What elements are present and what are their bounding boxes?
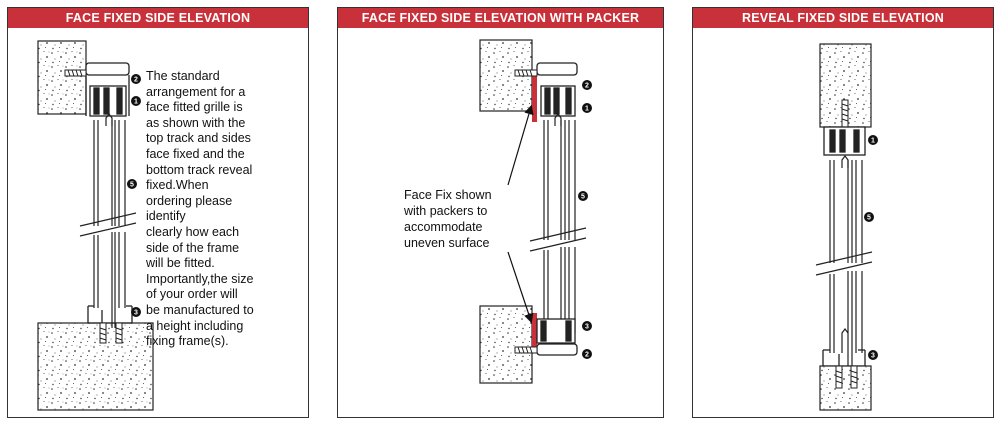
marker-1: 1 [582,103,592,113]
top-track [536,62,578,117]
bottom-screw [514,346,538,354]
top-track [85,62,130,117]
bottom-screws [99,322,123,344]
svg-text:5: 5 [867,215,871,222]
bottom-floor [37,322,154,411]
svg-text:3: 3 [871,353,875,360]
description-line: of your order will [146,287,238,302]
marker-1: 1 [131,96,141,106]
grille-bars-upper [829,155,863,263]
description-line: ordering please [146,193,233,208]
marker-3: 3 [131,307,141,317]
break-lines [815,251,873,276]
svg-text:1: 1 [134,99,138,106]
description-line: arrangement for a [146,84,246,99]
top-track [823,126,866,156]
top-screw [514,69,538,77]
description-line: face fitted grille is [146,100,243,115]
break-lines [529,227,587,252]
svg-text:3: 3 [585,324,589,331]
top-wall [37,40,87,115]
marker-5: 5 [578,191,588,201]
bottom-screws [835,365,858,389]
callout-arrow-up [507,104,534,186]
description-line: a height including [146,318,244,333]
callout-line: uneven surface [404,236,490,250]
marker-5: 5 [127,179,137,189]
reveal-fixed-drawing: 1 5 3 [815,43,878,411]
bottom-track [822,349,866,367]
description-line: top track and sides [146,131,251,146]
svg-text:5: 5 [581,194,585,201]
description-line: side of the frame [146,240,240,255]
svg-text:2: 2 [585,83,589,90]
panel-title: FACE FIXED SIDE ELEVATION WITH PACKER [338,8,663,28]
svg-text:3: 3 [134,310,138,317]
description-line: bottom track reveal [146,162,253,177]
bottom-floor [819,365,872,411]
top-screw [64,69,87,77]
grille-bars-upper [543,113,576,240]
marker-5: 5 [864,212,874,222]
description-line: as shown with the [146,115,246,130]
packer-drawing: 2 1 5 3 2 [479,39,592,384]
face-fixed-drawing: 2 1 5 3 [37,40,154,411]
svg-text:2: 2 [134,77,138,84]
marker-3: 3 [868,350,878,360]
description-line: will be fitted. [146,256,215,271]
marker-2: 2 [131,74,141,84]
marker-3: 3 [582,321,592,331]
svg-text:1: 1 [871,138,875,145]
top-packer [532,70,537,122]
callout-line: with packers to [404,204,488,218]
svg-text:2: 2 [585,352,589,359]
callout-line: Face Fix shown [404,188,492,202]
panel-face-fixed-packer: FACE FIXED SIDE ELEVATION WITH PACKER [337,7,664,418]
marker-2-top: 2 [582,80,592,90]
description-line: identify [146,209,186,224]
description-line: The standard [146,69,220,83]
panel-reveal-fixed: REVEAL FIXED SIDE ELEVATION [692,7,994,418]
marker-1: 1 [868,135,878,145]
top-screw [841,99,849,129]
callout-line: accommodate [404,220,483,234]
marker-2-bottom: 2 [582,349,592,359]
callout-arrow-down [507,251,534,324]
svg-text:1: 1 [585,106,589,113]
description-line: Importantly,the size [146,271,254,286]
bottom-packer [532,313,537,351]
grille-bars-lower [93,232,126,328]
bottom-track [87,305,133,324]
description-line: fixed.When [146,178,209,193]
description-line: be manufactured to [146,302,254,317]
break-lines [79,212,137,237]
bottom-track [536,318,578,356]
description-text: The standard arrangement for a face fitt… [146,69,276,350]
description-line: clearly how each [146,224,240,239]
packer-callout-text: Face Fix shown with packers to accommoda… [404,187,492,251]
grille-bars-lower [829,271,863,373]
panel-title: REVEAL FIXED SIDE ELEVATION [693,8,993,28]
description-line: fixing frame(s). [146,334,229,349]
svg-text:5: 5 [130,182,134,189]
grille-bars-upper [93,113,126,226]
panel-face-fixed: FACE FIXED SIDE ELEVATION [7,7,309,418]
bottom-wall [479,305,533,384]
description-line: face fixed and the [146,146,245,161]
panel-title: FACE FIXED SIDE ELEVATION [8,8,308,28]
